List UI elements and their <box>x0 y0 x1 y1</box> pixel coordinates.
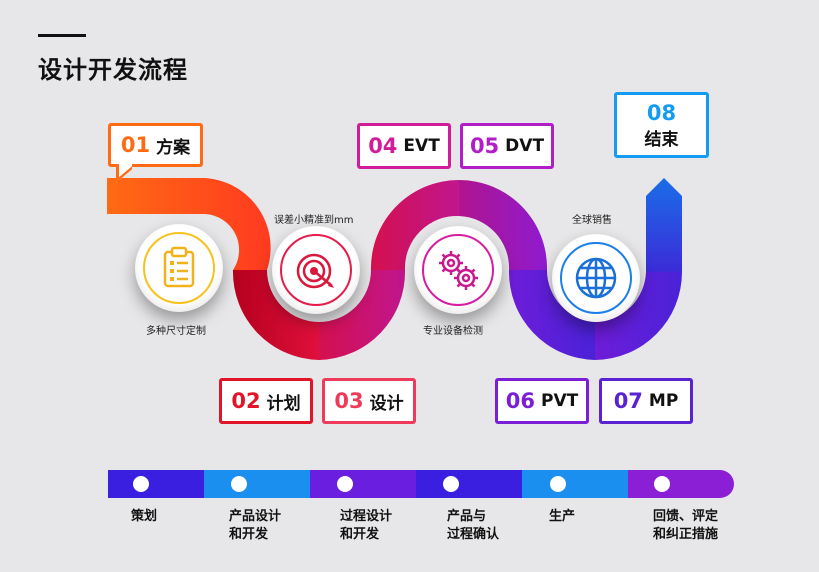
ribbon-section-3 <box>319 270 406 360</box>
page-title: 设计开发流程 <box>38 56 188 84</box>
timeline-label: 策划 <box>131 509 158 524</box>
timeline-segment <box>416 470 524 498</box>
stage-07: 07 MP <box>599 378 693 424</box>
timeline-dot <box>337 476 353 492</box>
stage-label: 结束 <box>644 129 679 150</box>
stage-label: 设计 <box>369 393 404 414</box>
timeline-dot <box>550 476 566 492</box>
timeline-label: 产品与过程确认 <box>447 509 500 542</box>
ribbon-section-2 <box>232 270 319 360</box>
stage-08: 08 结束 <box>614 92 709 158</box>
stage-number: 02 <box>231 389 261 413</box>
timeline-dot <box>133 476 149 492</box>
timeline-label: 生产 <box>549 509 576 524</box>
ribbon-arrow <box>646 178 682 272</box>
stage-number: 04 <box>368 134 398 158</box>
timeline-segment <box>628 470 734 498</box>
clipboard-icon <box>163 246 195 288</box>
ribbon-section-4 <box>370 179 459 270</box>
feature-circle-global-sales <box>552 234 640 322</box>
feature-label: 全球销售 <box>572 215 612 226</box>
stage-number: 01 <box>120 133 151 157</box>
timeline-dot <box>231 476 247 492</box>
timeline-segment <box>204 470 312 498</box>
stage-label: MP <box>648 391 679 411</box>
timeline-label: 回馈、评定和纠正措施 <box>653 509 719 542</box>
stage-number: 05 <box>469 134 500 158</box>
ribbon-section-6 <box>508 270 595 360</box>
timeline-label: 过程设计和开发 <box>340 509 393 542</box>
ribbon-section-1 <box>107 178 271 270</box>
timeline-segment <box>310 470 418 498</box>
timeline-label: 产品设计和开发 <box>229 509 282 542</box>
feature-circle-testing <box>414 226 502 314</box>
stage-label: DVT <box>505 136 545 156</box>
stage-label: 方案 <box>156 137 191 158</box>
stage-05: 05 DVT <box>460 123 554 169</box>
stage-label: EVT <box>403 136 440 156</box>
timeline-dot <box>443 476 459 492</box>
stage-label: 计划 <box>266 393 301 414</box>
feature-circle-precision <box>272 226 360 314</box>
timeline-dot <box>654 476 670 492</box>
globe-icon <box>575 257 617 299</box>
title-underline <box>38 34 86 37</box>
stage-label: PVT <box>541 391 579 411</box>
timeline-segment <box>108 470 206 498</box>
stage-number: 06 <box>505 389 535 413</box>
feature-label: 多种尺寸定制 <box>146 326 206 337</box>
stage-03: 03 设计 <box>322 378 416 424</box>
ribbon-section-5 <box>459 180 548 270</box>
gears-icon <box>439 251 478 290</box>
stage-number: 08 <box>646 100 677 125</box>
timeline-segment <box>522 470 630 498</box>
stage-04: 04 EVT <box>357 123 451 169</box>
target-icon <box>296 253 334 289</box>
stage-number: 03 <box>334 389 364 413</box>
ribbon-section-7 <box>595 272 682 360</box>
stage-06: 06 PVT <box>495 378 589 424</box>
feature-circle-custom-sizes <box>135 224 223 312</box>
feature-label: 专业设备检测 <box>423 326 483 337</box>
stage-02: 02 计划 <box>219 378 313 424</box>
stage-number: 07 <box>613 389 643 413</box>
feature-label: 误差小精准到mm <box>274 215 354 226</box>
